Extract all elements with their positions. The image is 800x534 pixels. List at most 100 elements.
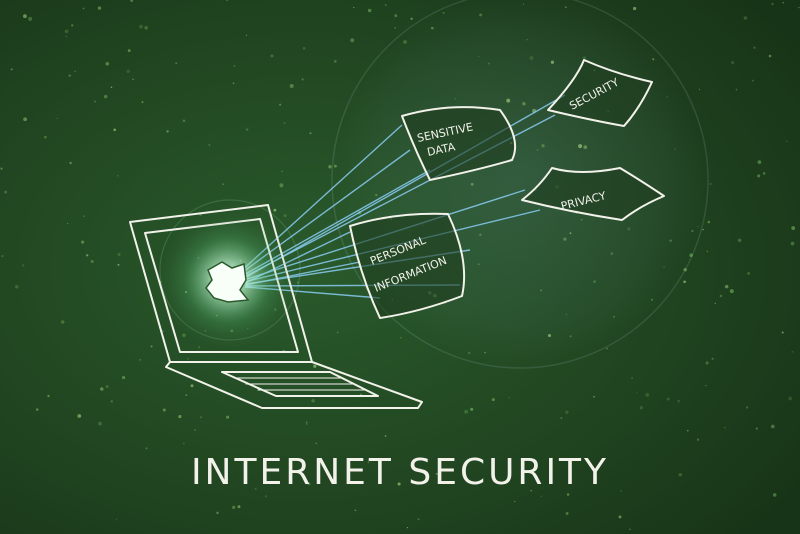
chalk-speck: [470, 407, 474, 411]
chalk-speck: [529, 56, 534, 60]
chalk-speck: [283, 121, 286, 125]
chalk-speck: [110, 400, 113, 403]
chalk-speck: [714, 302, 717, 305]
chalk-speck: [178, 415, 182, 419]
chalk-speck: [309, 132, 312, 135]
chalk-speck: [281, 170, 283, 173]
chalk-speck: [788, 396, 792, 401]
chalk-speck: [508, 396, 511, 399]
chalk-speck: [582, 56, 587, 60]
chalk-speck: [522, 3, 525, 5]
chalk-speck: [117, 263, 120, 266]
chalk-speck: [683, 267, 687, 272]
chalk-speck: [729, 289, 734, 294]
chalk-speck: [631, 377, 634, 379]
chalk-speck: [93, 100, 96, 103]
chalk-speck: [565, 410, 569, 414]
chalk-speck: [479, 13, 483, 17]
chalk-speck: [674, 148, 676, 150]
chalk-speck: [696, 438, 700, 441]
chalk-speck: [566, 493, 570, 496]
chalk-speck: [526, 39, 528, 41]
chalk-speck: [333, 59, 337, 63]
chalk-speck: [397, 482, 401, 486]
chalk-speck: [563, 237, 567, 241]
chalk-speck: [64, 29, 69, 34]
chalk-speck: [65, 35, 68, 38]
chalk-speck: [47, 394, 50, 398]
chalk-speck: [442, 11, 445, 14]
chalk-speck: [110, 86, 113, 89]
paper-label-data: DATA: [426, 140, 457, 159]
chalk-speck: [232, 82, 235, 85]
chalk-speck: [618, 515, 622, 519]
chalk-speck: [44, 135, 47, 139]
chalk-speck: [669, 239, 672, 242]
chalk-speck: [697, 226, 699, 228]
chalk-speck: [35, 408, 39, 411]
chalk-speck: [302, 46, 306, 50]
chalk-speck: [122, 376, 126, 380]
chalk-speck: [245, 128, 249, 131]
chalk-speck: [162, 408, 166, 412]
chalk-speck: [301, 78, 304, 81]
chalk-speck: [709, 183, 712, 185]
chalk-speck: [479, 233, 482, 236]
chalk-speck: [233, 65, 236, 67]
cracked-screen-icon: [205, 261, 250, 303]
chalk-speck: [719, 294, 723, 298]
chalk-speck: [105, 385, 109, 389]
chalk-speck: [632, 6, 637, 11]
chalk-speck: [771, 2, 774, 6]
chalk-speck: [194, 429, 196, 431]
chalk-speck: [467, 351, 471, 355]
chalk-speck: [406, 526, 409, 529]
chalk-speck: [283, 214, 287, 218]
chalk-speck: [311, 399, 315, 403]
chalk-speck: [753, 46, 756, 49]
chalk-speck: [225, 0, 229, 2]
chalk-speck: [403, 40, 407, 44]
chalk-speck: [350, 38, 355, 43]
chalk-speck: [305, 423, 308, 425]
chalk-speck: [130, 0, 134, 2]
chalk-speck: [757, 174, 761, 178]
chalk-speck: [620, 490, 622, 492]
chalk-speck: [478, 263, 480, 265]
chalk-speck: [639, 405, 644, 410]
chalk-speck: [237, 505, 241, 509]
chalk-speck: [705, 384, 707, 387]
chalk-speck: [68, 74, 71, 77]
chalk-speck: [698, 88, 701, 90]
chalk-speck: [606, 347, 608, 350]
chalk-speck: [593, 280, 596, 283]
chalk-speck: [21, 264, 25, 267]
chalk-speck: [187, 357, 189, 360]
chalk-speck: [116, 174, 119, 177]
chalk-speck: [663, 266, 665, 269]
chalk-speck: [100, 387, 104, 391]
chalk-speck: [353, 6, 355, 9]
chalk-speck: [747, 271, 751, 275]
chalk-speck: [689, 253, 693, 257]
chalk-speck: [755, 427, 758, 430]
chalk-speck: [15, 285, 19, 289]
chalk-speck: [650, 298, 653, 301]
chalk-speck: [417, 518, 420, 521]
paper-sensitive-data: SENSITIVE DATA: [401, 106, 516, 181]
chalk-speck: [162, 330, 164, 332]
chalk-speck: [69, 161, 72, 165]
chalk-speck: [23, 117, 27, 122]
laptop-base: [165, 361, 423, 409]
chalk-speck: [22, 14, 27, 19]
chalk-speck: [580, 218, 583, 221]
chalk-speck: [737, 238, 742, 243]
chalk-speck: [139, 358, 142, 361]
chalk-speck: [1, 254, 4, 258]
chalk-speck: [28, 16, 33, 21]
chalk-speck: [798, 6, 800, 9]
chalk-speck: [627, 227, 631, 231]
chalk-speck: [117, 252, 121, 257]
chalk-speck: [273, 208, 277, 212]
chalk-speck: [629, 528, 631, 531]
